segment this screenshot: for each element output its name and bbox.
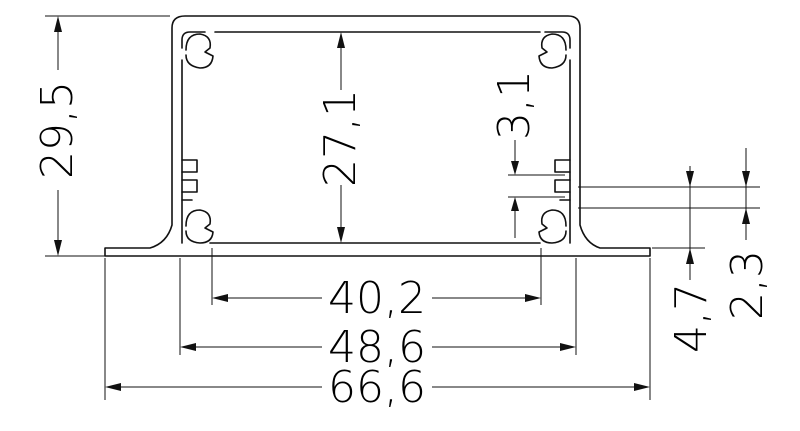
inner-wall-right bbox=[544, 31, 571, 244]
card-slots-right bbox=[554, 159, 571, 201]
dim-flange-arrow-bottom bbox=[686, 248, 694, 264]
dim-inner-height-arrow-bottom bbox=[337, 227, 345, 243]
dim-inner-height-label: 27,1 bbox=[315, 89, 366, 187]
dim-slot-arrow-top bbox=[511, 161, 519, 175]
dim-slot-arrow-bottom bbox=[511, 197, 519, 211]
profile-outline bbox=[104, 15, 651, 257]
dim-flange-height-label: 4,7 bbox=[666, 283, 717, 353]
dim-inner-width-arrow-left bbox=[212, 294, 228, 302]
screw-boss-bottom-right bbox=[538, 209, 567, 244]
screw-boss-top-right bbox=[538, 33, 567, 69]
dim-body-width-label: 48,6 bbox=[328, 322, 426, 373]
dim-body-width-arrow-right bbox=[560, 343, 576, 351]
screw-boss-bottom-left bbox=[185, 209, 214, 244]
dim-inner-height-arrow-top bbox=[337, 32, 345, 48]
dim-slot-width-label: 3,1 bbox=[489, 70, 540, 140]
inner-wall-left bbox=[181, 31, 206, 244]
dim-gap-arrow-bottom bbox=[742, 208, 750, 224]
dim-inner-width-label: 40,2 bbox=[328, 273, 426, 324]
dim-total-width-arrow-right bbox=[634, 383, 650, 391]
dim-inner-width-arrow-right bbox=[525, 294, 541, 302]
dim-total-height-arrow-bottom bbox=[54, 240, 62, 256]
dim-total-width-label: 66,6 bbox=[328, 362, 426, 413]
dim-gap-arrow-top bbox=[742, 171, 750, 187]
card-slots-left bbox=[181, 159, 198, 201]
dim-flange-arrow-top bbox=[686, 171, 694, 187]
dim-body-width-arrow-left bbox=[180, 343, 196, 351]
dim-total-height-label: 29,5 bbox=[32, 81, 83, 179]
screw-boss-top-left bbox=[185, 33, 214, 69]
dim-slot-gap-label: 2,3 bbox=[722, 250, 773, 320]
dim-total-width-arrow-left bbox=[105, 383, 121, 391]
dim-total-height-arrow-top bbox=[54, 16, 62, 32]
